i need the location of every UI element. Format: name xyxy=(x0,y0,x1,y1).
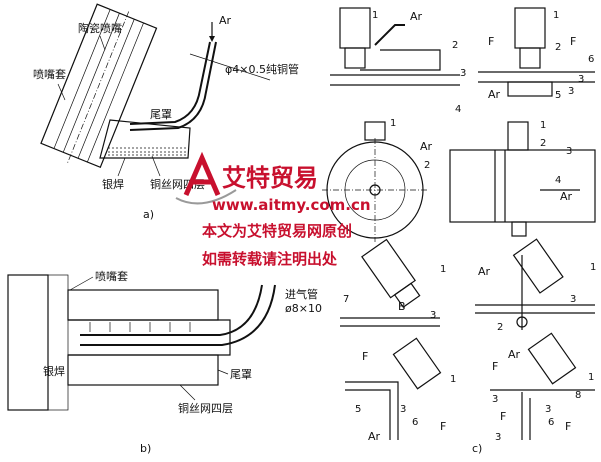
brand-logo-icon xyxy=(175,151,237,205)
b-copper-mesh-label: 铜丝网四层 xyxy=(178,401,233,415)
a-nozzle-sleeve-label: 喷嘴套 xyxy=(33,68,66,81)
c5-b: B xyxy=(398,300,406,313)
b-inlet-pipe-label: 进气管 xyxy=(285,287,318,301)
c2-num-2: 2 xyxy=(555,42,561,53)
b-inlet-spec-label: ø8×10 xyxy=(285,302,322,315)
c7-num-1: 1 xyxy=(450,374,456,385)
watermark-brand: 艾特贸易 xyxy=(222,164,318,192)
a-tube-spec-label: φ4×0.5纯铜管 xyxy=(225,62,299,76)
c5-num-1: 1 xyxy=(440,264,446,275)
c5-num-7: 7 xyxy=(343,294,349,305)
c4-num-1: 1 xyxy=(540,120,546,131)
b-caption: b) xyxy=(140,442,151,455)
b-nozzle-sleeve-label: 喷嘴套 xyxy=(95,270,128,283)
c-caption: c) xyxy=(472,442,482,455)
c7-num-6: 6 xyxy=(412,417,418,428)
c6-ar-top: Ar xyxy=(478,265,491,278)
a-ceramic-nozzle-label: 陶瓷喷嘴 xyxy=(78,21,122,35)
c6-num-2: 2 xyxy=(497,322,503,333)
watermark-line2: 如需转载请注明出处 xyxy=(202,250,338,268)
c4-num-4: 4 xyxy=(555,175,561,186)
c8-num-3b: 3 xyxy=(495,432,501,443)
c2-num-1: 1 xyxy=(553,10,559,21)
c7-ar: Ar xyxy=(368,430,381,443)
c2-num-5: 5 xyxy=(555,90,561,101)
c8-f-left: F xyxy=(500,410,506,423)
c8-num-8: 8 xyxy=(575,390,581,401)
c3-ar: Ar xyxy=(420,140,433,153)
c5-num-3: 3 xyxy=(430,310,436,321)
c8-num-6: 6 xyxy=(548,417,554,428)
c7-f-right: F xyxy=(440,420,446,433)
c7-f-top: F xyxy=(362,350,368,363)
c6-ar-bottom: Ar xyxy=(508,348,521,361)
c1-num-1: 1 xyxy=(372,10,378,21)
c4-num-2: 2 xyxy=(540,138,546,149)
c1-num-3: 3 xyxy=(460,68,466,79)
watermark-line1: 本文为艾特贸易网原创 xyxy=(202,222,352,240)
a-tail-cover-label: 尾罩 xyxy=(150,108,172,121)
c8-num-3c: 3 xyxy=(545,404,551,415)
a-caption: a) xyxy=(143,208,154,221)
c7-num-3: 3 xyxy=(400,404,406,415)
c4-ar: Ar xyxy=(560,190,573,203)
c1-num-2: 2 xyxy=(452,40,458,51)
b-silver-solder-label: 银焊 xyxy=(43,364,65,378)
a-ar-label: Ar xyxy=(219,14,232,27)
b-tail-cover-label: 尾罩 xyxy=(230,368,252,381)
c3-num-1: 1 xyxy=(390,118,396,129)
c8-f-top: F xyxy=(492,360,498,373)
c6-num-3: 3 xyxy=(570,294,576,305)
c2-ar: Ar xyxy=(488,88,501,101)
panel-b: 喷嘴套 进气管 ø8×10 尾罩 银焊 铜丝网四层 b) xyxy=(7,270,322,455)
watermark-url: www.aitmy.com.cn xyxy=(212,196,371,214)
panel-c: 1 Ar 2 3 4 1 2 F F 6 3 Ar 5 3 1 Ar 2 xyxy=(322,7,596,455)
c4-num-3: 3 xyxy=(566,146,572,157)
c8-num-3a: 3 xyxy=(492,394,498,405)
c8-f-right: F xyxy=(565,420,571,433)
c1-ar: Ar xyxy=(410,10,423,23)
c6-num-1: 1 xyxy=(590,262,596,273)
c2-num-6: 6 xyxy=(588,54,594,65)
c3-num-2: 2 xyxy=(424,160,430,171)
c2-f-right: F xyxy=(570,35,576,48)
c2-f-left: F xyxy=(488,35,494,48)
a-silver-solder-label: 银焊 xyxy=(102,177,124,191)
c1-num-4: 4 xyxy=(455,104,461,115)
c2-num-3: 3 xyxy=(578,74,584,85)
c7-num-5: 5 xyxy=(355,404,361,415)
c2-num-3b: 3 xyxy=(568,86,574,97)
c8-num-1: 1 xyxy=(588,372,594,383)
watermark: 艾特贸易 www.aitmy.com.cn 本文为艾特贸易网原创 如需转载请注明… xyxy=(175,151,371,268)
